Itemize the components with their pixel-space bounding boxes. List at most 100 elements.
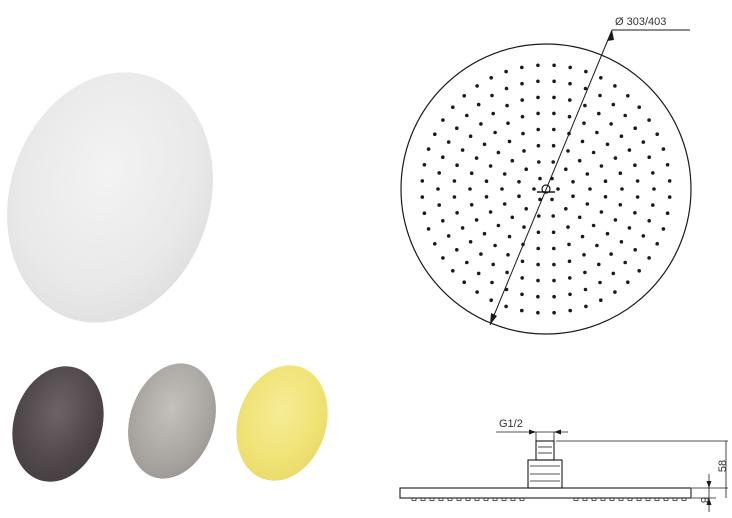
shower-head-side-view: G1/2 58 8 — [399, 418, 729, 512]
nozzle-dot — [577, 215, 582, 220]
nozzle-dot — [441, 155, 445, 159]
nozzle-dot — [426, 227, 431, 231]
nozzle-dot — [536, 230, 541, 235]
nozzle-dot — [462, 94, 467, 98]
nozzle-dot — [482, 231, 487, 236]
nozzle-dot — [585, 202, 590, 206]
nozzle-dot — [420, 179, 425, 183]
side-nozzle — [510, 497, 516, 501]
nozzle-dot — [420, 195, 425, 199]
side-nozzle — [501, 497, 507, 501]
nozzle-dot — [552, 262, 556, 267]
nozzle-dot — [618, 171, 623, 175]
nozzle-dot — [635, 179, 640, 183]
nozzle-dot — [469, 171, 474, 175]
g12-arrow-right — [554, 429, 561, 435]
nozzle-dot — [422, 211, 427, 215]
side-nozzle — [681, 497, 687, 501]
nozzle-dot — [505, 103, 509, 108]
nozzle-dot — [568, 81, 572, 86]
nozzle-dot — [623, 113, 627, 118]
nozzle-dot — [475, 84, 479, 88]
side-nozzle — [411, 497, 417, 501]
thickness-label: 8 — [698, 497, 710, 503]
nozzle-dot — [618, 203, 623, 207]
connection-label: G1/2 — [499, 418, 523, 430]
nozzle-dot — [468, 240, 473, 244]
nozzle-dot — [446, 140, 451, 144]
nozzle-dot — [647, 219, 651, 223]
nozzle-dot — [520, 114, 525, 119]
diameter-arrow-top — [607, 30, 614, 41]
nozzle-dot — [537, 214, 541, 218]
nozzle-dot — [452, 179, 457, 183]
nozzle-dot — [551, 160, 555, 164]
threaded-connector — [535, 440, 555, 461]
nozzle-dot — [551, 143, 556, 148]
nozzle-dot — [520, 65, 524, 70]
nozzle-dot — [633, 163, 637, 167]
nozzle-dot — [520, 292, 524, 297]
nozzle-dot — [506, 253, 510, 257]
nozzle-dot — [504, 287, 509, 292]
nozzle-dot — [422, 163, 427, 167]
nozzle-dot — [583, 287, 588, 292]
nozzle-dot — [524, 167, 528, 171]
nozzle-dot — [552, 246, 556, 251]
nozzle-dot — [474, 156, 479, 160]
nozzle-dot — [633, 248, 637, 252]
nozzle-dot — [536, 310, 540, 315]
nozzle-dot — [665, 163, 670, 167]
nozzle-dot — [476, 102, 481, 107]
nozzle-dot — [665, 211, 670, 215]
nozzle-dot — [505, 270, 509, 275]
nozzle-dot — [538, 176, 542, 181]
nozzle-dot — [510, 215, 515, 220]
nozzle-dot — [520, 276, 524, 280]
nozzle-dot — [641, 234, 646, 238]
nozzle-dot — [591, 223, 596, 228]
nozzle-dot — [506, 121, 510, 125]
side-nozzle — [582, 497, 588, 501]
side-nozzle — [645, 497, 651, 501]
nozzle-dot — [504, 86, 509, 91]
side-nozzle — [636, 497, 642, 501]
side-nozzle — [447, 497, 453, 501]
nozzle-dot — [613, 156, 618, 160]
nozzle-dot — [536, 111, 540, 116]
nozzle-dot — [651, 171, 655, 175]
nozzle-dot — [500, 187, 504, 191]
nozzle-dot — [536, 79, 540, 84]
nozzle-dot — [584, 69, 588, 74]
nozzle-dot — [446, 234, 451, 238]
nozzle-dot — [465, 113, 469, 118]
nozzle-dot — [623, 260, 627, 265]
side-nozzle — [429, 497, 435, 501]
nozzle-dot — [552, 310, 556, 315]
side-nozzle — [492, 497, 498, 501]
nozzle-dot — [568, 65, 572, 70]
side-nozzle — [591, 497, 597, 501]
nozzle-dot — [536, 127, 540, 132]
nozzle-dot — [599, 164, 604, 168]
nozzle-dot — [536, 95, 540, 100]
nozzle-dot — [626, 94, 630, 98]
nozzle-dot — [520, 98, 524, 102]
nozzle-dot — [552, 278, 556, 283]
nozzle-dot — [437, 203, 442, 207]
nozzle-dot — [585, 172, 590, 176]
shower-head-outline — [400, 43, 692, 335]
nozzle-dot — [436, 187, 440, 191]
diameter-line — [489, 29, 613, 326]
nozzle-dot — [455, 163, 459, 167]
nozzle-dot — [599, 210, 604, 214]
nozzle-dot — [451, 105, 455, 109]
side-nozzle — [609, 497, 615, 501]
nozzle-dot — [455, 211, 459, 215]
nozzle-dot — [611, 102, 616, 107]
nozzle-dot — [522, 225, 526, 229]
nozzle-dot — [595, 243, 599, 248]
nozzle-dot — [488, 164, 493, 168]
nozzle-dot — [502, 172, 507, 176]
side-nozzle — [519, 497, 525, 501]
